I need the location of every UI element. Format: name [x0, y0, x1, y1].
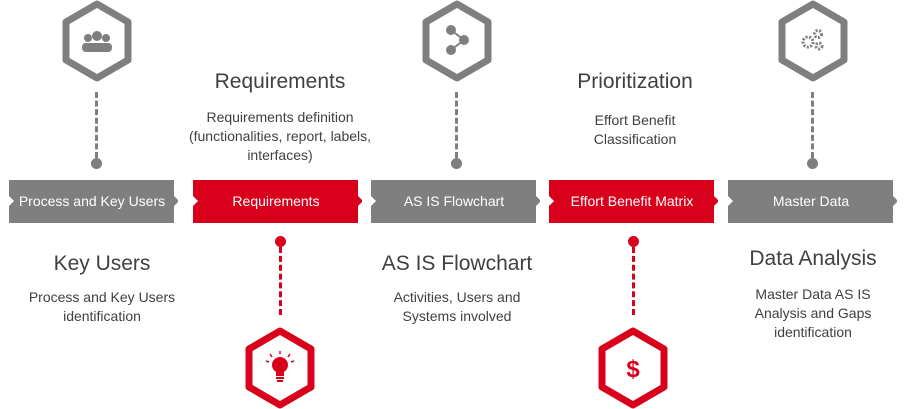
connector-line [95, 92, 98, 158]
step-label: Process and Key Users [18, 193, 166, 209]
connector-dot [91, 158, 102, 169]
connector-line [632, 247, 635, 315]
step-title: Key Users [53, 252, 151, 275]
share-icon [422, 0, 492, 82]
step-title: AS IS Flowchart [381, 252, 533, 275]
step-label: Requirements [232, 193, 320, 209]
step-process-key-users: Process and Key Users [6, 180, 178, 223]
step-as-is-flowchart: AS IS Flowchart [368, 180, 540, 223]
connector-dot [628, 236, 639, 247]
step-description: Effort Benefit Classification [593, 112, 677, 147]
step-title: Requirements [214, 70, 346, 93]
step-master-data: Master Data [725, 180, 897, 223]
gears-icon [778, 0, 848, 82]
users-icon [62, 0, 132, 82]
connector-line [811, 92, 814, 158]
svg-text:$: $ [626, 356, 640, 383]
connector-line [279, 247, 282, 315]
step-label: Effort Benefit Matrix [570, 193, 694, 209]
step-description: Master Data AS IS Analysis and Gaps iden… [754, 286, 872, 340]
connector-dot [451, 158, 462, 169]
step-description: Activities, Users and Systems involved [393, 289, 521, 324]
connector-dot [275, 236, 286, 247]
connector-line [455, 92, 458, 158]
step-label: Master Data [772, 193, 850, 209]
step-title: Data Analysis [749, 247, 877, 270]
lightbulb-icon [245, 327, 315, 409]
step-description: Process and Key Users identification [28, 289, 176, 324]
step-requirements: Requirements [190, 180, 362, 223]
step-description: Requirements definition (functionalities… [188, 109, 372, 163]
step-label: AS IS Flowchart [403, 193, 505, 209]
connector-dot [807, 158, 818, 169]
dollar-icon: $ [598, 327, 668, 409]
step-effort-benefit-matrix: Effort Benefit Matrix [546, 180, 718, 223]
step-title: Prioritization [577, 70, 693, 93]
